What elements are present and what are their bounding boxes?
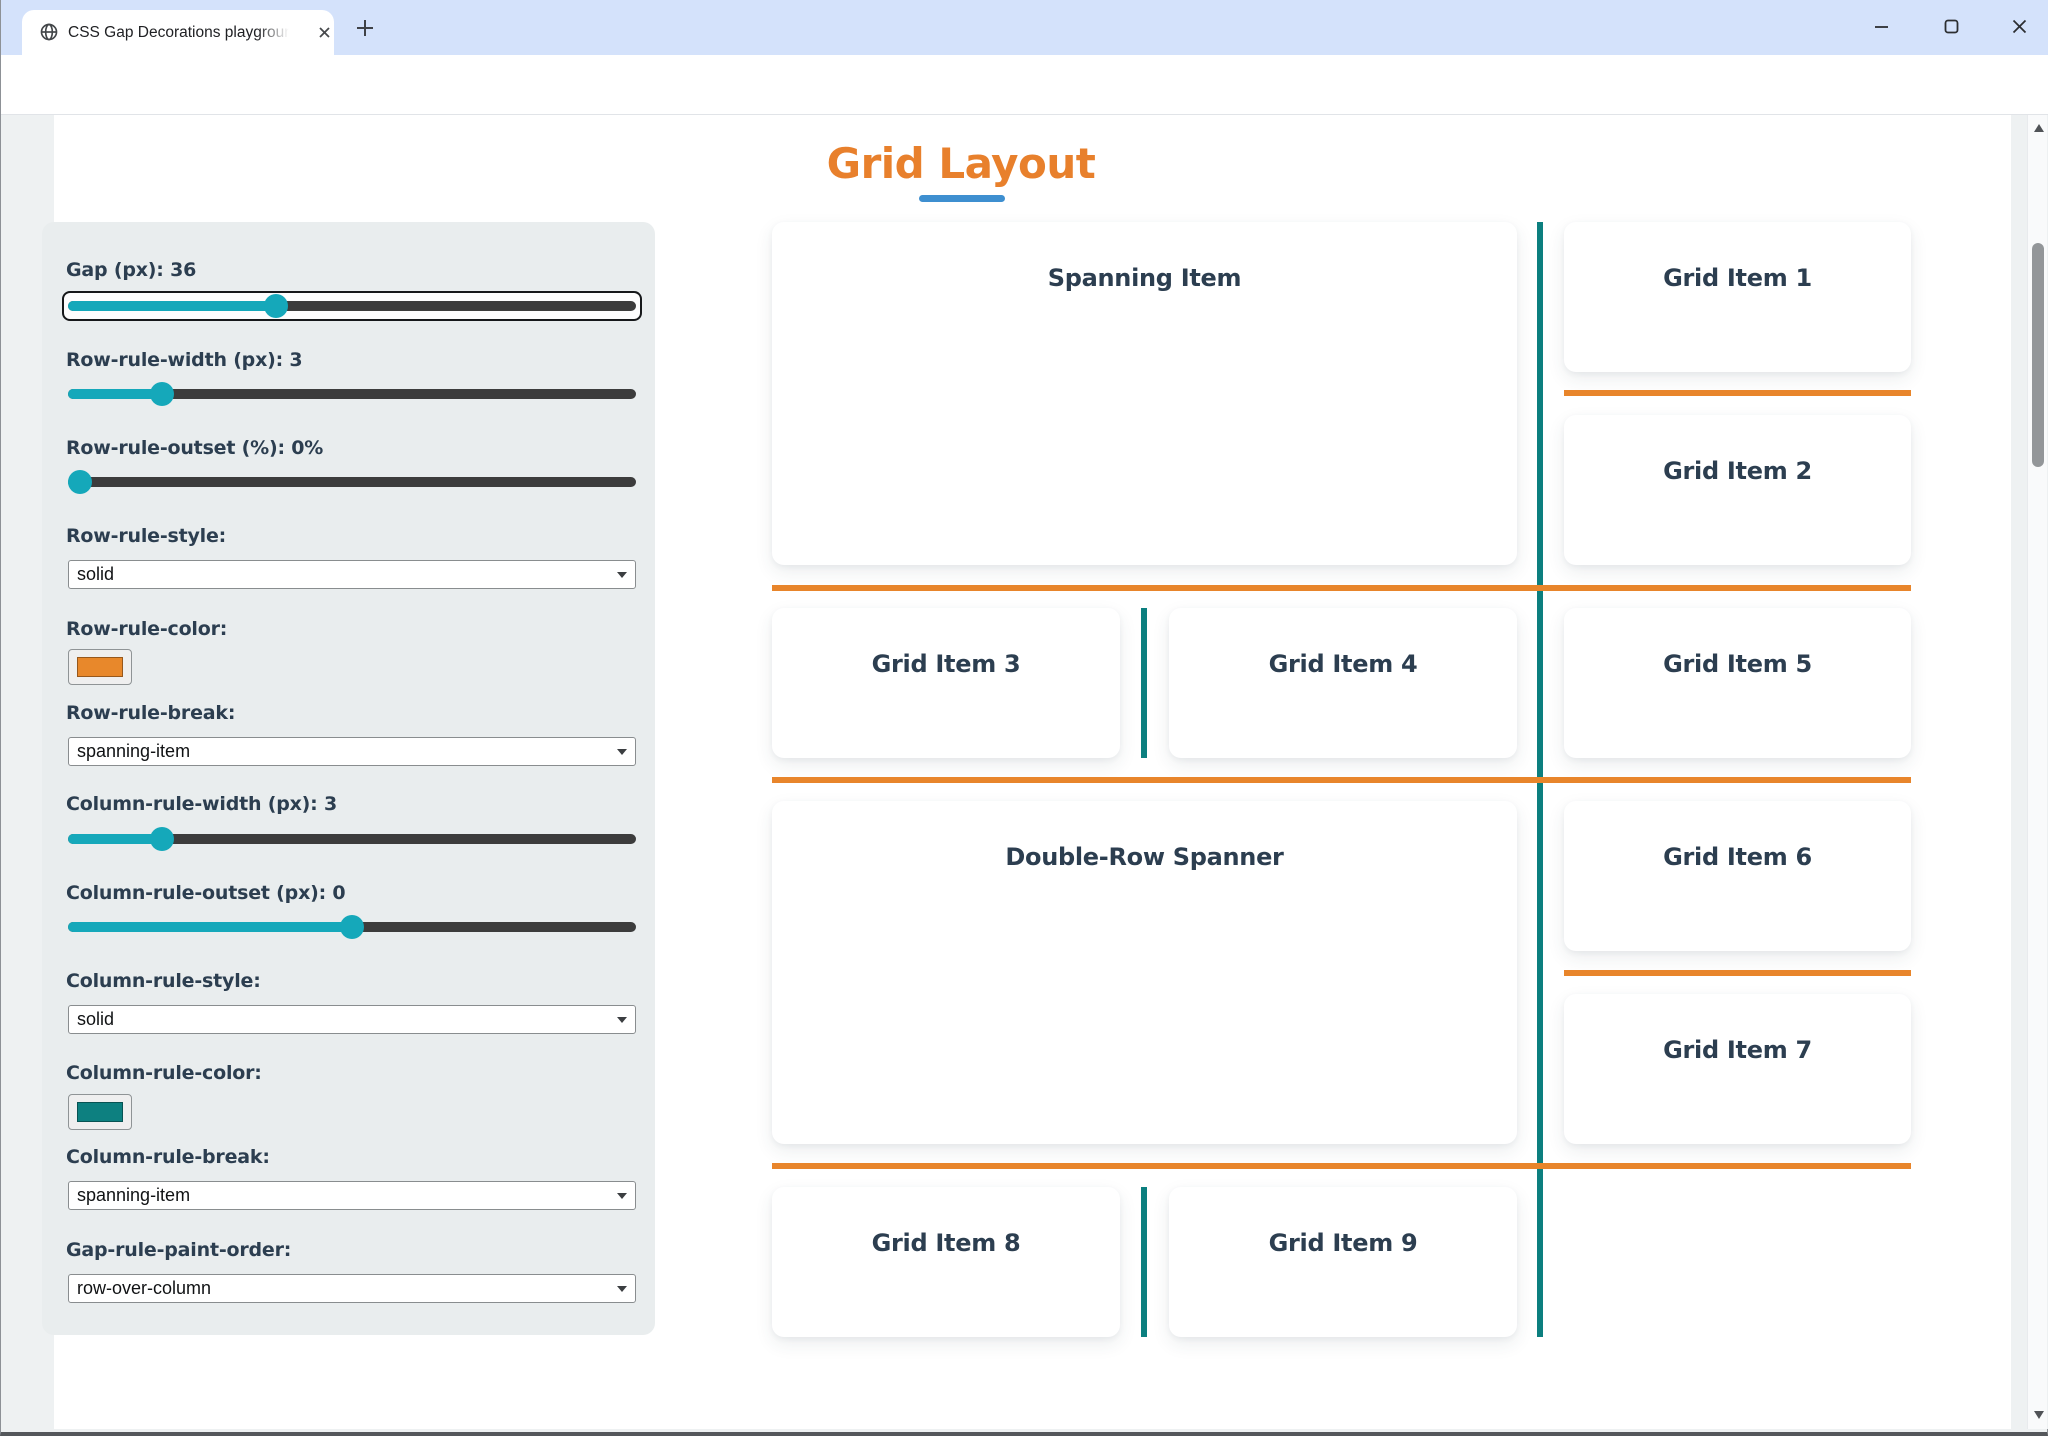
column-rule-color-label: Column-rule-color: bbox=[66, 1062, 262, 1084]
slider-thumb[interactable] bbox=[149, 382, 174, 406]
slider-track[interactable] bbox=[68, 834, 636, 844]
chevron-down-icon bbox=[617, 1193, 627, 1199]
color-chip bbox=[77, 1102, 123, 1122]
slider-thumb[interactable] bbox=[340, 915, 364, 939]
row-rule-segment bbox=[1564, 970, 1911, 976]
column-rule-outset-slider[interactable] bbox=[68, 915, 636, 939]
chevron-down-icon bbox=[617, 749, 627, 755]
row-rule-width-slider[interactable] bbox=[68, 382, 636, 406]
slider-fill bbox=[68, 301, 276, 311]
chevron-down-icon bbox=[617, 1286, 627, 1292]
slider-track[interactable] bbox=[68, 477, 636, 487]
column-rule-width-label: Column-rule-width (px): 3 bbox=[66, 793, 337, 815]
grid-item-8: Grid Item 8 bbox=[772, 1187, 1120, 1337]
browser-toolbar: microsoftedge.github.io/Demos/css-gap-de… bbox=[1, 55, 2048, 161]
column-rule-style-label: Column-rule-style: bbox=[66, 970, 261, 992]
grid-item-5: Grid Item 5 bbox=[1564, 608, 1911, 758]
title-underline bbox=[919, 195, 1005, 202]
slider-thumb[interactable] bbox=[149, 827, 174, 851]
gap-slider-focus-ring bbox=[62, 291, 642, 321]
window-minimize-button[interactable] bbox=[1873, 18, 1890, 35]
scrollbar-thumb[interactable] bbox=[2032, 243, 2044, 467]
new-tab-button[interactable] bbox=[353, 16, 377, 40]
page-content: Grid Layout Gap (px): 36 Row-rule-width … bbox=[1, 115, 2048, 1429]
column-rule-break-select[interactable]: spanning-item bbox=[68, 1181, 636, 1210]
slider-fill bbox=[68, 389, 162, 399]
column-rule-color-picker[interactable] bbox=[68, 1094, 132, 1130]
row-rule-outset-label: Row-rule-outset (%): 0% bbox=[66, 437, 324, 459]
column-rule-width-slider[interactable] bbox=[68, 827, 636, 851]
grid-item-4: Grid Item 4 bbox=[1169, 608, 1517, 758]
column-rule-segment bbox=[1141, 1187, 1147, 1337]
grid-item-7: Grid Item 7 bbox=[1564, 994, 1911, 1144]
scroll-down-arrow-icon[interactable] bbox=[2034, 1411, 2044, 1419]
active-tab[interactable]: CSS Gap Decorations playgroun bbox=[22, 10, 334, 55]
slider-thumb[interactable] bbox=[263, 294, 288, 318]
tab-title: CSS Gap Decorations playgroun bbox=[68, 24, 293, 41]
tab-title-fade bbox=[258, 12, 302, 53]
tab-strip: CSS Gap Decorations playgroun bbox=[1, 0, 2048, 55]
scroll-up-arrow-icon[interactable] bbox=[2034, 124, 2044, 132]
row-rule-style-label: Row-rule-style: bbox=[66, 525, 227, 547]
slider-track[interactable] bbox=[68, 389, 636, 399]
slider-thumb[interactable] bbox=[68, 470, 92, 494]
chevron-down-icon bbox=[617, 572, 627, 578]
grid-item-6: Grid Item 6 bbox=[1564, 801, 1911, 951]
row-rule-style-select[interactable]: solid bbox=[68, 560, 636, 589]
grid-item-1: Grid Item 1 bbox=[1564, 222, 1911, 372]
column-rule-segment bbox=[1141, 608, 1147, 758]
select-value: spanning-item bbox=[77, 741, 191, 761]
select-value: spanning-item bbox=[77, 1185, 191, 1205]
globe-favicon-icon bbox=[40, 23, 58, 41]
window-close-button[interactable] bbox=[2011, 18, 2028, 35]
row-rule-full bbox=[772, 1163, 1911, 1169]
row-rule-break-select[interactable]: spanning-item bbox=[68, 737, 636, 766]
column-rule-outset-label: Column-rule-outset (px): 0 bbox=[66, 882, 346, 904]
controls-sidebar: Gap (px): 36 Row-rule-width (px): 3 Row-… bbox=[42, 222, 655, 1335]
row-rule-outset-slider[interactable] bbox=[68, 470, 636, 494]
color-chip bbox=[77, 657, 123, 677]
slider-track[interactable] bbox=[68, 301, 636, 311]
page-title: Grid Layout bbox=[826, 139, 1096, 188]
chevron-down-icon bbox=[617, 1017, 627, 1023]
row-rule-full bbox=[772, 585, 1911, 591]
slider-fill bbox=[68, 834, 162, 844]
gap-slider[interactable] bbox=[68, 294, 636, 318]
row-rule-color-label: Row-rule-color: bbox=[66, 618, 228, 640]
gap-rule-paint-order-select[interactable]: row-over-column bbox=[68, 1274, 636, 1303]
grid-item-3: Grid Item 3 bbox=[772, 608, 1120, 758]
slider-fill bbox=[68, 922, 352, 932]
grid-item-spanning: Spanning Item bbox=[772, 222, 1517, 565]
grid-item-2: Grid Item 2 bbox=[1564, 415, 1911, 565]
grid-item-double-row-spanner: Double-Row Spanner bbox=[772, 801, 1517, 1144]
tab-close-icon[interactable] bbox=[315, 23, 334, 42]
select-value: row-over-column bbox=[77, 1278, 212, 1298]
row-rule-full bbox=[772, 777, 1911, 783]
vertical-scrollbar[interactable] bbox=[2027, 115, 2047, 1429]
row-rule-break-label: Row-rule-break: bbox=[66, 702, 236, 724]
window-maximize-button[interactable] bbox=[1943, 18, 1960, 35]
row-rule-width-label: Row-rule-width (px): 3 bbox=[66, 349, 303, 371]
select-value: solid bbox=[77, 1009, 115, 1029]
grid-item-9: Grid Item 9 bbox=[1169, 1187, 1517, 1337]
row-rule-segment bbox=[1564, 390, 1911, 396]
row-rule-color-picker[interactable] bbox=[68, 649, 132, 685]
select-value: solid bbox=[77, 564, 115, 584]
gap-rule-paint-order-label: Gap-rule-paint-order: bbox=[66, 1239, 292, 1261]
gap-label: Gap (px): 36 bbox=[66, 259, 197, 281]
column-rule-break-label: Column-rule-break: bbox=[66, 1146, 270, 1168]
column-rule-style-select[interactable]: solid bbox=[68, 1005, 636, 1034]
